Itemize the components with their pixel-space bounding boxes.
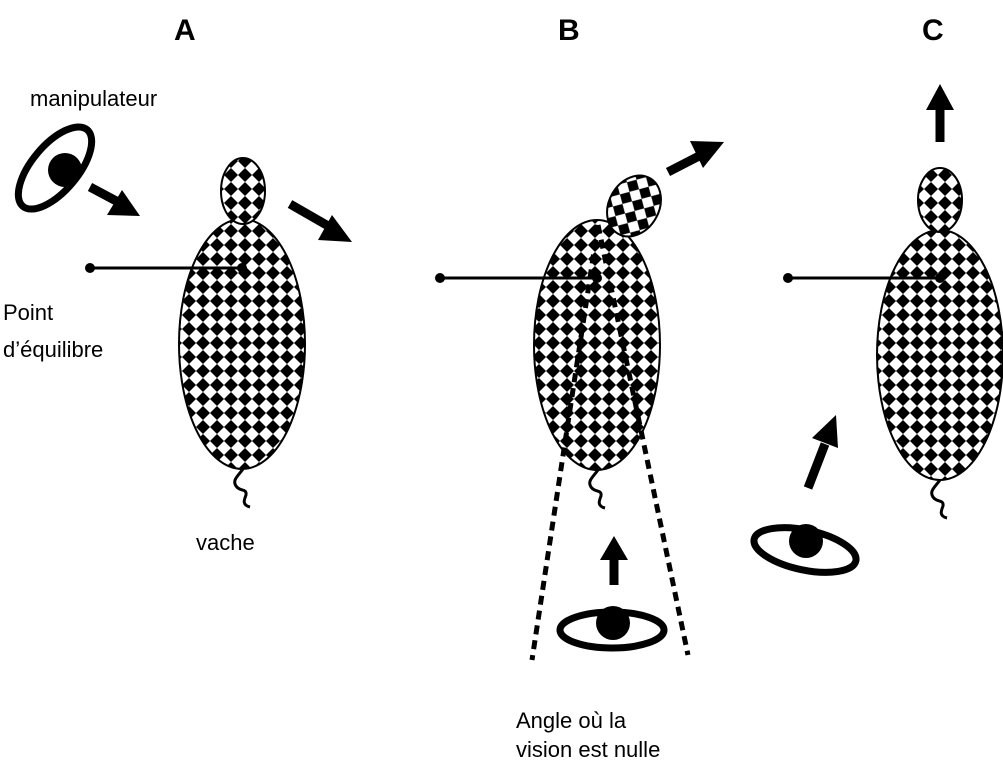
cow-b (534, 166, 672, 508)
panel-c (750, 84, 1003, 580)
handler-dot-c (789, 524, 823, 558)
blind-angle-label-line1: Angle où la (516, 708, 626, 734)
cow-a (179, 158, 305, 507)
cow-c (877, 168, 1003, 518)
cow-tail-a (235, 469, 250, 507)
balance-point-label-line2: d’équilibre (3, 337, 103, 363)
panel-a (5, 115, 352, 507)
arrow-cow-c (926, 84, 954, 142)
panel-letter-c: C (922, 14, 944, 48)
cow-tail-c (932, 480, 947, 518)
arrow-handler-b (600, 536, 628, 585)
arrow-handler-a (90, 187, 140, 216)
cow-label: vache (196, 530, 255, 556)
arrow-cow-a (290, 204, 352, 242)
balance-point-label-line1: Point (3, 300, 53, 326)
handler-dot-b (596, 606, 630, 640)
handler-a (5, 115, 105, 221)
handler-dot-a (48, 153, 82, 187)
handler-label: manipulateur (30, 86, 157, 112)
panel-letter-a: A (174, 14, 196, 48)
cow-body-a (179, 219, 305, 469)
cow-head-a (221, 158, 265, 224)
arrow-handler-c (808, 415, 838, 488)
panel-letter-b: B (558, 14, 580, 48)
cow-body-c (877, 230, 1003, 480)
cow-tail-b (590, 470, 605, 508)
panel-b (435, 141, 724, 660)
handler-c (750, 520, 860, 581)
handler-b (560, 606, 664, 648)
blind-angle-label-line2: vision est nulle (516, 737, 660, 763)
arrow-cow-b (668, 141, 724, 172)
cow-head-c (918, 168, 962, 232)
